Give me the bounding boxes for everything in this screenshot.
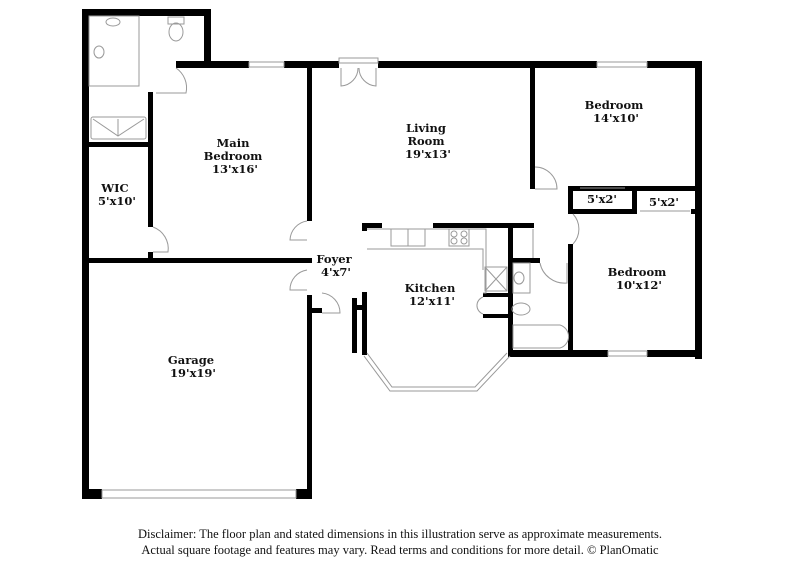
sink-icon <box>513 271 525 285</box>
stove-icon <box>448 228 470 247</box>
doors <box>152 67 690 314</box>
disclaimer-line-2: Actual square footage and features may v… <box>141 543 659 557</box>
fixtures <box>88 15 569 349</box>
toilet-icon <box>168 22 184 42</box>
disclaimer-text: Disclaimer: The floor plan and stated di… <box>0 526 800 558</box>
shower-icon <box>90 116 147 140</box>
room-label-garage: Garage 19'x19' <box>168 353 218 380</box>
bathtub-icon <box>512 324 569 349</box>
disclaimer-line-1: Disclaimer: The floor plan and stated di… <box>138 527 662 541</box>
sink-icon <box>105 17 121 27</box>
sink-icon <box>93 45 105 59</box>
room-label-main-bedroom: Main Bedroom 13'x16' <box>204 136 267 176</box>
room-label-closet-2: 5'x2' <box>649 195 679 209</box>
fridge-icon <box>484 266 508 292</box>
room-label-kitchen: Kitchen 12'x11' <box>405 281 460 308</box>
room-label-foyer: Foyer 4'x7' <box>316 252 355 279</box>
room-labels: Main Bedroom 13'x16' WIC 5'x10' Living R… <box>98 98 679 380</box>
room-label-bedroom-2: Bedroom 10'x12' <box>608 265 671 292</box>
room-label-closet-1: 5'x2' <box>587 192 617 206</box>
windows <box>101 57 648 499</box>
room-label-living-room: Living Room 19'x13' <box>405 121 451 161</box>
walls <box>82 9 702 499</box>
room-label-wic: WIC 5'x10' <box>98 181 136 208</box>
toilet-icon <box>511 302 531 316</box>
room-label-bedroom-1: Bedroom 14'x10' <box>585 98 648 125</box>
